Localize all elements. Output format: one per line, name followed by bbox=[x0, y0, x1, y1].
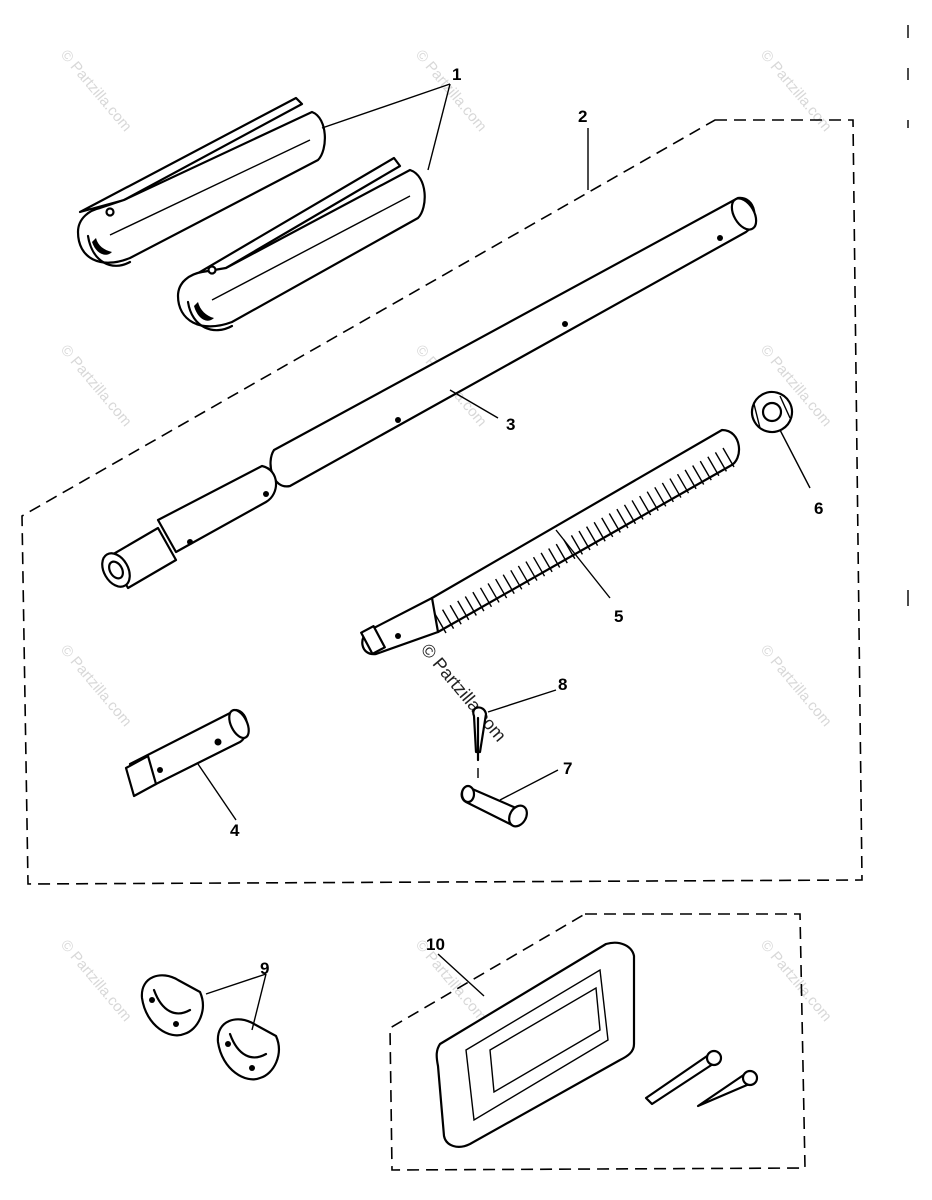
threaded-rod bbox=[360, 428, 741, 656]
thread-ridge bbox=[707, 456, 720, 477]
watermark: © Partzilla.com bbox=[412, 937, 490, 1025]
thread-ridge bbox=[502, 574, 515, 595]
thread-ridge bbox=[457, 600, 470, 621]
callout-10: 10 bbox=[426, 935, 445, 954]
callout-3: 3 bbox=[506, 415, 515, 434]
thread-ridge bbox=[555, 543, 568, 564]
watermark: © Partzilla.com bbox=[757, 47, 835, 135]
thread-ridge bbox=[601, 517, 614, 538]
watermark: © Partzilla.com bbox=[757, 642, 835, 730]
thread-ridge bbox=[517, 565, 530, 586]
thread-ridge bbox=[578, 530, 591, 551]
thread-ridge bbox=[608, 513, 621, 533]
long-screw bbox=[644, 1049, 723, 1106]
square-end-shaft bbox=[124, 708, 250, 798]
hex-nut bbox=[750, 390, 794, 434]
thread-ridge bbox=[532, 556, 546, 577]
thread-ridge bbox=[631, 500, 644, 520]
callout-8: 8 bbox=[558, 675, 567, 694]
thread-ridge bbox=[464, 596, 477, 616]
watermark: © Partzilla.com bbox=[757, 937, 835, 1025]
clevis-pin bbox=[460, 784, 528, 828]
thread-ridge bbox=[593, 521, 606, 542]
thread-ridge bbox=[472, 591, 485, 612]
callout-6: 6 bbox=[814, 499, 823, 518]
clip-lower bbox=[216, 1018, 280, 1081]
thread-ridge bbox=[525, 561, 538, 581]
callout-1: 1 bbox=[452, 65, 461, 84]
thread-ridge bbox=[676, 473, 690, 494]
watermark: © Partzilla.com bbox=[57, 642, 135, 730]
watermark: © Partzilla.com bbox=[412, 47, 490, 135]
thread-ridge bbox=[699, 460, 712, 481]
clip-upper bbox=[140, 974, 204, 1037]
watermark-center: © Partzilla.com bbox=[417, 640, 510, 746]
thread-ridge bbox=[449, 604, 462, 625]
thread-ridge bbox=[714, 452, 728, 472]
thread-ridge bbox=[669, 478, 682, 498]
thread-ridge bbox=[487, 583, 500, 603]
callout-5: 5 bbox=[614, 607, 623, 626]
callout-4: 4 bbox=[230, 821, 240, 840]
thread-ridge bbox=[654, 486, 667, 507]
thread-ridge bbox=[722, 447, 735, 468]
tube-handle bbox=[101, 196, 758, 590]
watermark: © Partzilla.com bbox=[57, 937, 135, 1025]
thread-ridge bbox=[616, 508, 629, 529]
thread-ridge bbox=[623, 504, 637, 525]
watermark: © Partzilla.com bbox=[57, 342, 135, 430]
callout-9: 9 bbox=[260, 959, 269, 978]
channel-guide-lower bbox=[176, 156, 426, 332]
thread-ridge bbox=[441, 609, 455, 629]
thread-ridge bbox=[570, 535, 584, 555]
thread-ridge bbox=[495, 578, 508, 599]
cotter-pin bbox=[472, 706, 488, 778]
callouts: 1 2 3 4 5 6 7 8 9 10 bbox=[230, 65, 823, 978]
thread-ridge bbox=[540, 552, 553, 573]
channel-guide-upper bbox=[76, 96, 326, 267]
callout-7: 7 bbox=[563, 759, 572, 778]
thread-ridge bbox=[585, 526, 599, 546]
thread-ridge bbox=[684, 469, 697, 490]
group-boundary-item-2 bbox=[21, 119, 863, 885]
leader-lines bbox=[197, 83, 811, 1031]
callout-2: 2 bbox=[578, 107, 587, 126]
rectangular-pad bbox=[435, 941, 636, 1148]
thread-ridge bbox=[646, 491, 659, 512]
thread-ridge bbox=[692, 465, 705, 485]
thread-ridge bbox=[434, 613, 447, 634]
thread-ridge bbox=[510, 569, 523, 590]
thread-ridge bbox=[639, 495, 652, 516]
group-boundary-item-10 bbox=[389, 913, 806, 1171]
thread-ridge bbox=[548, 548, 561, 568]
thread-ridge bbox=[661, 482, 674, 503]
thread-ridge bbox=[479, 587, 493, 608]
short-screw bbox=[696, 1069, 759, 1108]
watermark: © Partzilla.com bbox=[57, 47, 135, 135]
